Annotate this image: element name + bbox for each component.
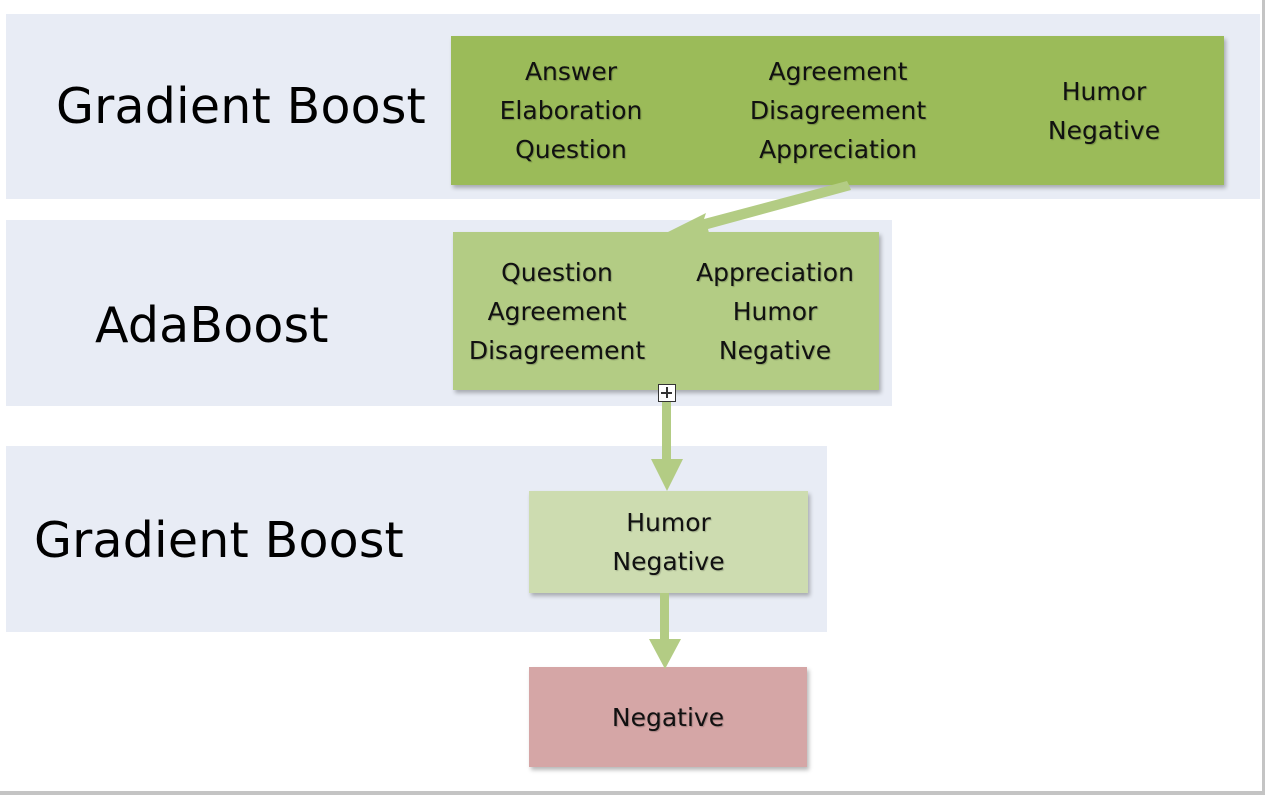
label-text: Humor <box>732 296 818 326</box>
label-box-1[interactable]: Answer Elaboration Question Agreement Di… <box>451 36 1224 185</box>
label-text: Elaboration <box>499 96 643 125</box>
label-text: Humor <box>626 508 711 537</box>
label-box-2[interactable]: Question Agreement Disagreement Apprecia… <box>453 232 879 390</box>
label-text: Question <box>501 257 613 287</box>
label-group: Answer Elaboration Question <box>451 36 691 185</box>
move-handle-icon[interactable] <box>658 384 676 402</box>
label-text: Answer <box>524 57 618 86</box>
label-text: Negative <box>1047 115 1161 145</box>
label-text: Humor <box>1061 76 1147 106</box>
label-text: Negative <box>612 547 725 576</box>
label-text: Agreement <box>487 296 627 326</box>
label-group: Humor Negative <box>529 491 808 593</box>
label-box-4[interactable]: Negative <box>529 667 807 767</box>
label-group: Question Agreement Disagreement <box>457 232 657 390</box>
stage-title-1: Gradient Boost <box>56 78 426 135</box>
label-text: Question <box>515 135 627 164</box>
label-text: Disagreement <box>468 335 646 365</box>
label-group: Agreement Disagreement Appreciation <box>728 36 948 185</box>
label-group: Appreciation Humor Negative <box>675 232 875 390</box>
label-box-3[interactable]: Humor Negative <box>529 491 808 593</box>
arrow-box2-to-box3 <box>651 392 683 491</box>
stage-title-2: AdaBoost <box>95 297 329 354</box>
label-text: Agreement <box>768 57 908 86</box>
label-text: Appreciation <box>759 135 917 164</box>
stage-title-3: Gradient Boost <box>34 512 404 569</box>
label-group: Humor Negative <box>1024 36 1184 185</box>
label-group: Negative <box>529 667 807 767</box>
arrow-box3-to-box4 <box>649 593 681 669</box>
label-text: Disagreement <box>749 96 927 125</box>
label-text: Negative <box>718 335 832 365</box>
arrow-box1-to-box2 <box>666 181 851 237</box>
label-text: Negative <box>611 702 725 732</box>
label-text: Appreciation <box>696 257 854 287</box>
